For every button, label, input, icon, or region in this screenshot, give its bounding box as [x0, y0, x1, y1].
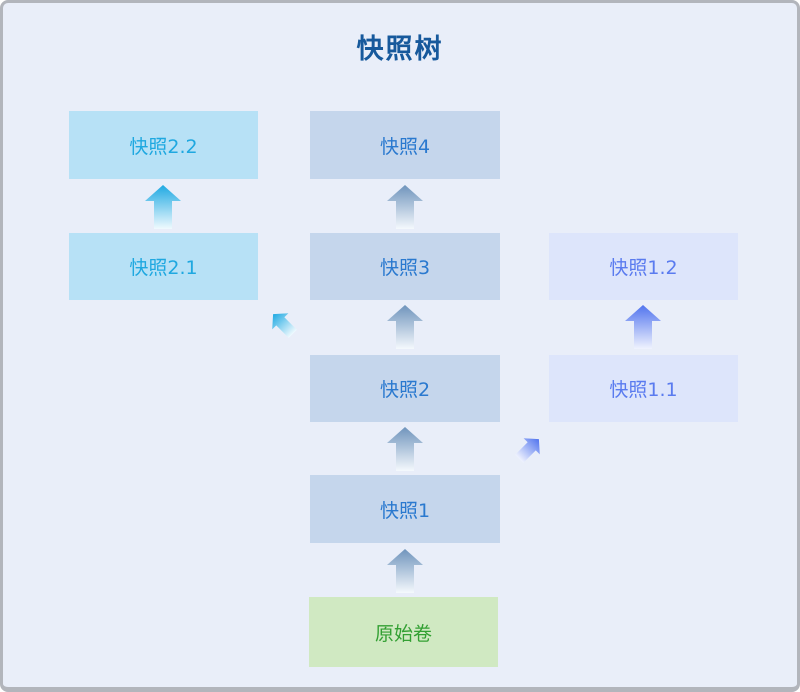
- up-arrow-icon-origin-to-snapshot1: [387, 549, 423, 593]
- node-label: 原始卷: [374, 622, 432, 645]
- up-arrow-icon-snapshot3-to-snapshot4: [387, 185, 423, 229]
- node-snapshot-3: 快照3: [310, 233, 500, 300]
- node-snapshot-2-2: 快照2.2: [69, 111, 258, 179]
- node-label: 快照1: [379, 499, 431, 522]
- up-arrow-icon-snapshot2-to-snapshot3: [387, 305, 423, 349]
- node-snapshot-1-1: 快照1.1: [549, 355, 738, 422]
- node-label: 快照3: [379, 257, 431, 279]
- up-arrow-icon-snapshot1-1-to-snapshot1-2: [625, 305, 661, 349]
- up-arrow-icon-snapshot2-1-to-snapshot2-2: [145, 185, 181, 229]
- node-snapshot-2: 快照2: [310, 355, 500, 422]
- node-snapshot-1: 快照1: [310, 475, 500, 543]
- node-label: 快照1.2: [609, 257, 678, 279]
- node-origin-volume: 原始卷: [309, 597, 498, 667]
- up-arrow-icon-snapshot1-to-snapshot2: [387, 427, 423, 471]
- node-label: 快照2.1: [129, 257, 198, 279]
- node-label: 快照4: [379, 135, 431, 158]
- node-label: 快照2: [379, 379, 431, 401]
- node-label: 快照2.2: [129, 135, 198, 158]
- node-snapshot-4: 快照4: [310, 111, 500, 179]
- node-label: 快照1.1: [609, 379, 678, 401]
- node-snapshot-2-1: 快照2.1: [69, 233, 258, 300]
- diagram-title: 快照树: [356, 34, 444, 65]
- up-right-arrow-icon-snapshot1-to-snapshot1-1: [515, 438, 540, 463]
- node-snapshot-1-2: 快照1.2: [549, 233, 738, 300]
- up-left-arrow-icon-snapshot2-to-snapshot2-1: [272, 313, 297, 338]
